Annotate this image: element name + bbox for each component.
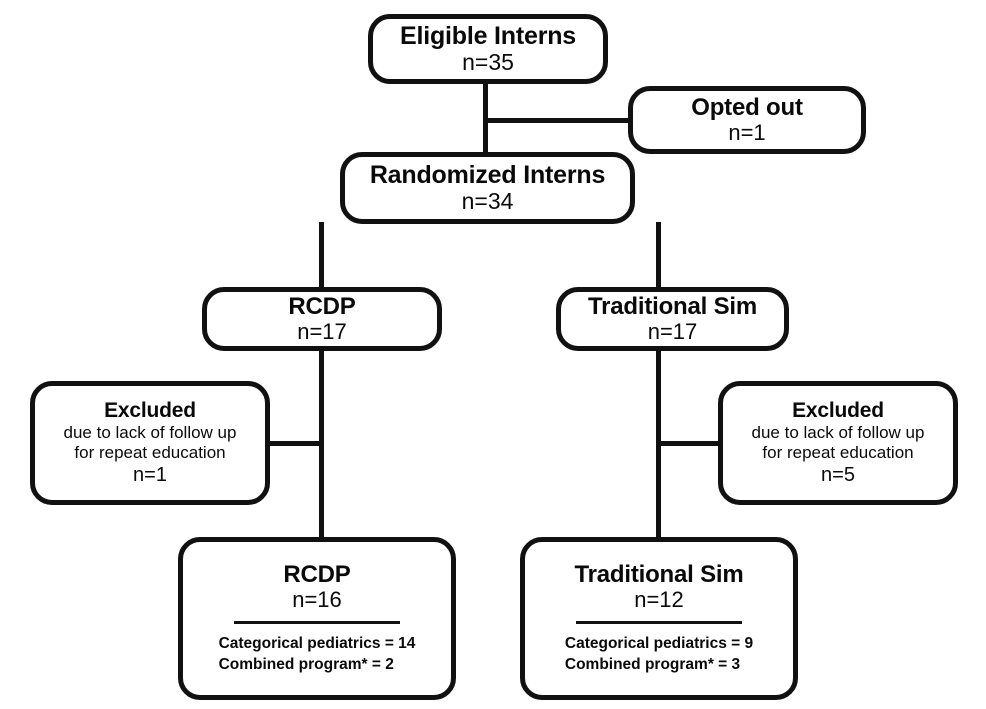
node-count: n=34 bbox=[461, 187, 514, 214]
connector-to-excluded-left bbox=[266, 441, 323, 446]
connector-randomized-to-rcdp bbox=[319, 222, 324, 290]
node-title: Excluded bbox=[792, 399, 884, 423]
node-count: n=35 bbox=[462, 48, 514, 75]
node-detail-line-2: Combined program* = 3 bbox=[564, 655, 741, 673]
node-title: RCDP bbox=[288, 292, 356, 320]
node-traditional-final[interactable]: Traditional Sim n=12 Categorical pediatr… bbox=[520, 537, 798, 700]
node-count: n=1 bbox=[133, 463, 167, 486]
node-rcdp-final[interactable]: RCDP n=16 Categorical pediatrics = 14 Co… bbox=[178, 537, 456, 700]
connector-randomized-to-traditional bbox=[656, 222, 661, 290]
node-detail-line-1: Categorical pediatrics = 9 bbox=[564, 635, 754, 653]
node-details: Categorical pediatrics = 9 Combined prog… bbox=[565, 634, 753, 675]
node-title: Traditional Sim bbox=[574, 560, 744, 588]
node-count: n=17 bbox=[297, 318, 347, 344]
node-count: n=17 bbox=[647, 318, 698, 344]
node-eligible-interns[interactable]: Eligible Interns n=35 bbox=[368, 14, 608, 84]
node-traditional-arm[interactable]: Traditional Sim n=17 bbox=[556, 287, 789, 351]
node-excluded-left[interactable]: Excluded due to lack of follow up for re… bbox=[30, 381, 270, 505]
node-reason-line-1: due to lack of follow up bbox=[63, 422, 237, 442]
node-reason-line-2: for repeat education bbox=[762, 443, 914, 463]
node-title: Randomized Interns bbox=[369, 160, 606, 189]
connector-to-opted-out bbox=[483, 118, 631, 123]
node-title: Traditional Sim bbox=[587, 292, 758, 320]
node-reason-line-2: for repeat education bbox=[74, 443, 226, 463]
node-opted-out[interactable]: Opted out n=1 bbox=[628, 86, 866, 154]
node-count: n=16 bbox=[292, 586, 342, 612]
connector-to-excluded-right bbox=[656, 441, 722, 446]
node-divider bbox=[575, 621, 743, 625]
node-excluded-right[interactable]: Excluded due to lack of follow up for re… bbox=[718, 381, 958, 505]
node-count: n=12 bbox=[634, 586, 684, 612]
node-detail-line-1: Categorical pediatrics = 14 bbox=[218, 635, 416, 653]
node-divider bbox=[233, 621, 401, 625]
node-count: n=1 bbox=[728, 119, 766, 145]
node-title: RCDP bbox=[283, 560, 351, 588]
node-rcdp-arm[interactable]: RCDP n=17 bbox=[202, 287, 442, 351]
node-reason-line-1: due to lack of follow up bbox=[751, 422, 925, 442]
node-title: Excluded bbox=[104, 399, 196, 423]
node-randomized-interns[interactable]: Randomized Interns n=34 bbox=[340, 152, 635, 224]
node-title: Eligible Interns bbox=[400, 21, 576, 50]
node-details: Categorical pediatrics = 14 Combined pro… bbox=[219, 634, 416, 675]
node-count: n=5 bbox=[821, 463, 855, 486]
node-title: Opted out bbox=[691, 93, 803, 121]
node-detail-line-2: Combined program* = 2 bbox=[218, 655, 394, 673]
